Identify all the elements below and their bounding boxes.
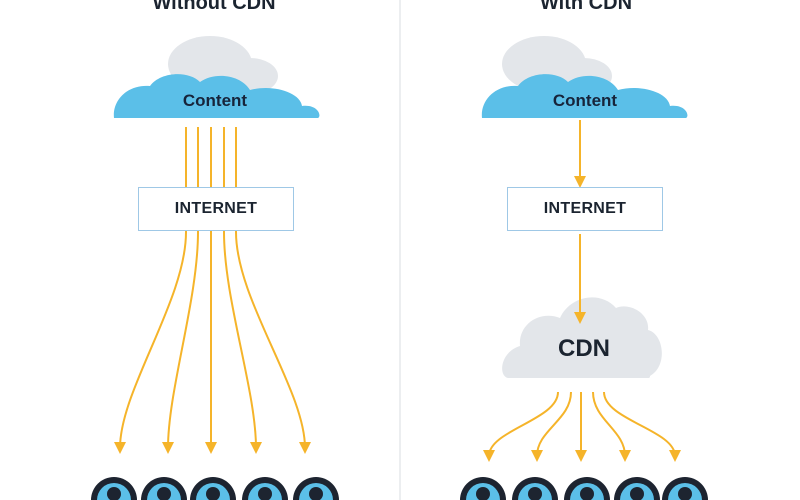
user-icon (512, 477, 558, 500)
left-source-cloud-icon (113, 36, 320, 118)
user-icon (91, 477, 137, 500)
user-icon (564, 477, 610, 500)
right-source-cloud-icon (481, 36, 688, 118)
right-source-label: Content (552, 91, 618, 110)
user-icon (293, 477, 339, 500)
user-icon (662, 477, 708, 500)
user-icon (141, 477, 187, 500)
right-arrow-group (483, 120, 681, 462)
user-icon (460, 477, 506, 500)
left-user-group (91, 477, 339, 500)
left-panel-title: Without CDN (152, 0, 276, 14)
left-arrow-line (223, 127, 262, 454)
right-cdn-arrow-line (603, 391, 681, 462)
cdn-label: CDN (558, 335, 610, 362)
left-source-label: Content (182, 91, 248, 110)
right-user-group (460, 477, 708, 500)
left-internet-box: INTERNET (138, 187, 294, 231)
left-arrow-line (114, 127, 187, 454)
cdn-cloud-icon (502, 297, 662, 378)
user-icon (614, 477, 660, 500)
right-internet-box: INTERNET (507, 187, 663, 231)
user-icon (242, 477, 288, 500)
left-arrow-line (162, 127, 199, 454)
right-panel-title: With CDN (539, 0, 633, 14)
left-arrow-line (235, 127, 311, 454)
right-cdn-arrow-line (531, 391, 572, 462)
left-arrow-group (114, 127, 311, 454)
user-icon (190, 477, 236, 500)
right-cdn-arrow-line (592, 391, 631, 462)
right-cdn-arrow-line (483, 391, 559, 462)
